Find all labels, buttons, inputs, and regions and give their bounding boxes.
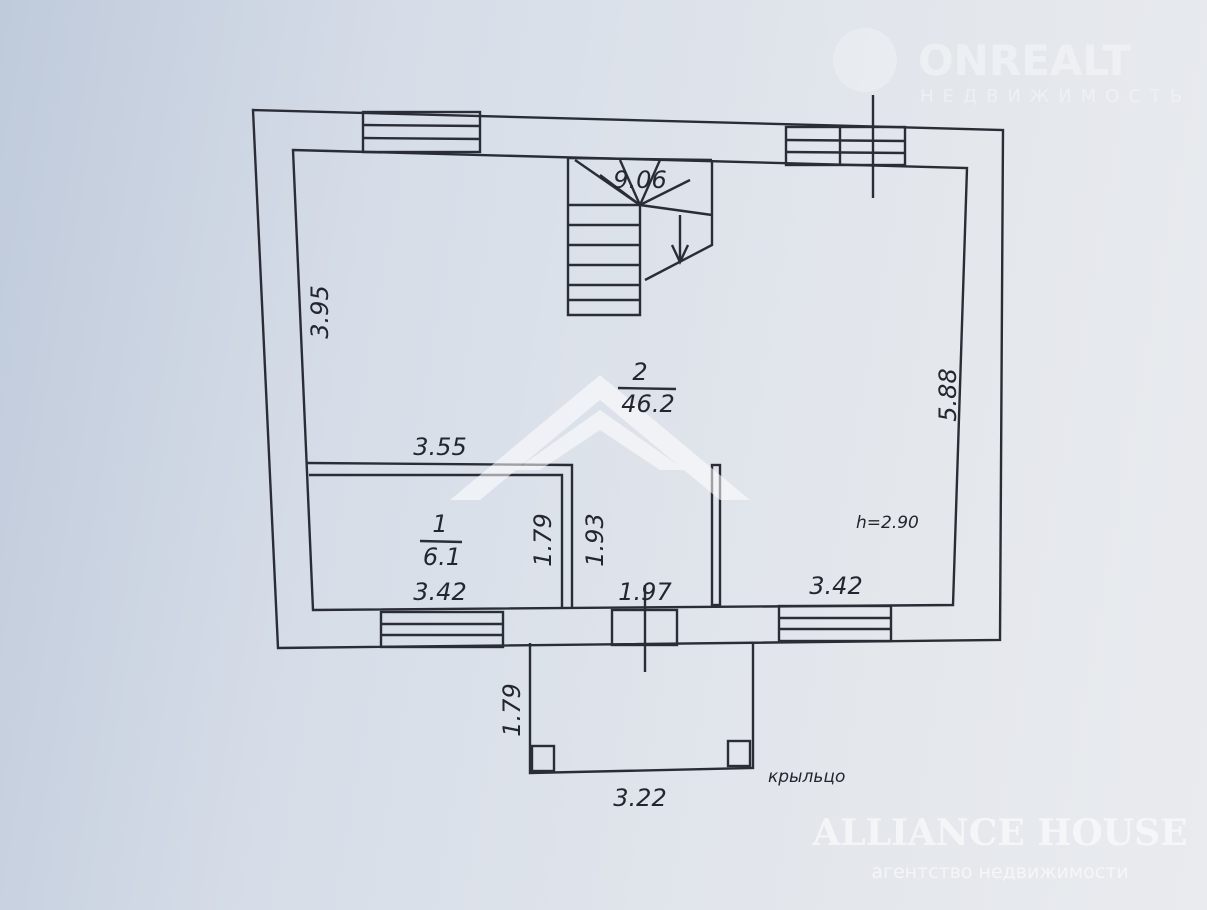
alliance-house-logo: ALLIANCE HOUSE агентство недвижимости [450, 375, 1188, 883]
dim-right-bottom: 3.42 [809, 572, 862, 600]
room1-fraction-line [419, 539, 463, 544]
dim-corridor-b: 1.93 [581, 513, 609, 566]
window-top-right [784, 95, 907, 198]
dim-stair: 9.06 [613, 166, 666, 194]
watermark-title: ALLIANCE HOUSE [811, 812, 1187, 854]
partition-room1 [306, 461, 574, 608]
partition-right [710, 463, 722, 607]
dim-porch-depth: 1.79 [498, 683, 526, 736]
dim-porch-width: 3.22 [613, 784, 666, 812]
house-pin-icon [833, 28, 897, 92]
dim-room1-bottom: 3.42 [413, 578, 466, 606]
dim-left-height: 3.95 [306, 285, 334, 338]
dim-corridor-bottom: 1.97 [618, 578, 672, 606]
dim-corridor-a: 1.79 [529, 513, 557, 566]
room2-fraction-line [617, 386, 677, 391]
porch [528, 642, 755, 775]
window-bottom-right [777, 604, 893, 643]
partition-room1-inner [309, 473, 564, 608]
ceiling-height: h=2.90 [856, 513, 919, 533]
room2-area: 46.2 [621, 390, 674, 418]
inner-wall [291, 148, 969, 612]
corner-watermark-title: ONREALT [918, 36, 1131, 85]
room2-number: 2 [632, 358, 647, 386]
window-top-left [361, 110, 482, 154]
entrance-door [610, 585, 679, 672]
outer-wall [251, 108, 1005, 650]
window-bottom-left [379, 610, 505, 649]
watermark-subtitle: агентство недвижимости [871, 861, 1128, 883]
room1-area: 6.1 [423, 543, 461, 571]
onrealt-logo: ONREALT НЕДВИЖИМОСТЬ [833, 28, 1191, 107]
room1-number: 1 [432, 510, 447, 538]
staircase [566, 156, 714, 317]
porch-label: крыльцо [768, 767, 845, 787]
dim-right-height: 5.88 [934, 368, 962, 421]
dim-partition-top: 3.55 [413, 433, 466, 461]
corner-watermark-subtitle: НЕДВИЖИМОСТЬ [920, 86, 1191, 107]
